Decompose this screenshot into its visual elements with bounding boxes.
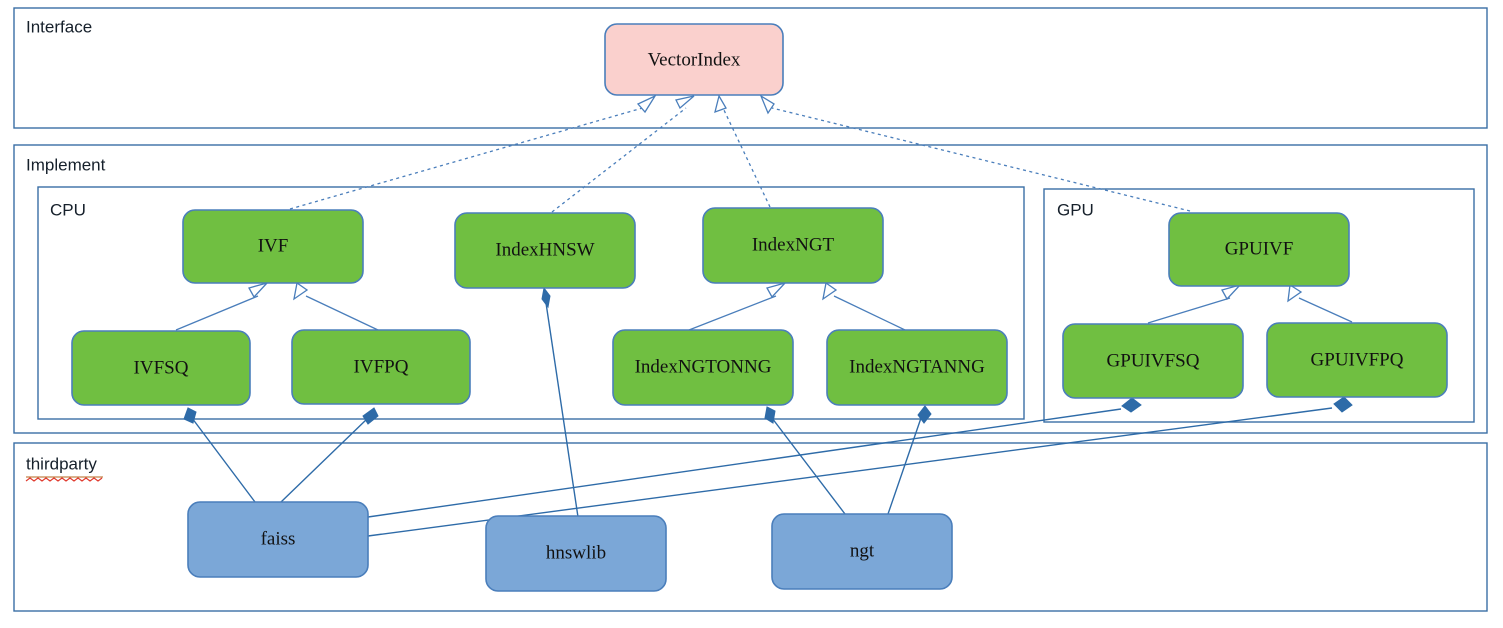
node-ngt-label: ngt [850, 540, 875, 561]
hollow-triangle-icon [714, 94, 727, 114]
edge-indexhnsw-to-vectorindex [551, 95, 695, 213]
edge-faiss-to-ivfpq [280, 407, 379, 503]
group-label-implement: Implement [26, 155, 106, 174]
node-gpuivfsq-rect[interactable] [1062, 323, 1244, 399]
node-indexngt[interactable]: IndexNGT [702, 207, 884, 284]
edge-indexngt-to-vectorindex [714, 94, 771, 208]
node-indexhnsw[interactable]: IndexHNSW [454, 212, 636, 289]
node-hnswlib-label: hnswlib [546, 542, 606, 563]
edge-faiss-to-gpuivfpq [367, 396, 1353, 537]
node-indexhnsw-rect[interactable] [454, 212, 636, 289]
node-indexngtonng-rect[interactable] [612, 329, 794, 406]
node-vectorindex-rect[interactable] [604, 23, 784, 96]
group-label-cpu: CPU [50, 200, 86, 219]
edge-ivfsq-to-ivf [175, 281, 270, 331]
node-ngt[interactable]: ngt [771, 513, 953, 590]
edge-faiss-to-ivfsq [183, 407, 256, 503]
filled-diamond-icon [183, 407, 197, 424]
edge-ngt-to-indexngtanng [887, 405, 932, 515]
node-indexhnsw-label: IndexHNSW [495, 239, 594, 260]
edge-faiss-to-gpuivfsq [367, 397, 1142, 518]
node-vectorindex[interactable]: VectorIndex [604, 23, 784, 96]
node-gpuivfpq[interactable]: GPUIVFPQ [1266, 322, 1448, 398]
hollow-triangle-icon [636, 94, 657, 114]
node-gpuivfsq[interactable]: GPUIVFSQ [1062, 323, 1244, 399]
edge-ngt-to-indexngtonng [764, 406, 846, 515]
hollow-triangle-icon [766, 281, 788, 299]
node-gpuivfsq-label: GPUIVFSQ [1107, 350, 1200, 371]
node-indexngtonng-label: IndexNGTONNG [635, 356, 772, 377]
node-ivf-rect[interactable] [182, 209, 364, 284]
node-ivf[interactable]: IVF [182, 209, 364, 284]
node-vectorindex-label: VectorIndex [648, 49, 741, 70]
hollow-triangle-icon [248, 281, 270, 299]
node-gpuivfpq-label: GPUIVFPQ [1311, 349, 1404, 370]
node-indexngt-label: IndexNGT [752, 234, 835, 255]
group-label-interface: Interface [26, 17, 92, 36]
edge-indexngtanng-to-indexngt [822, 281, 906, 331]
edge-ivf-to-vectorindex [289, 94, 657, 210]
edge-ivfpq-to-ivf [293, 281, 379, 331]
node-gpuivf[interactable]: GPUIVF [1168, 212, 1350, 287]
node-indexngtanng-label: IndexNGTANNG [849, 356, 985, 377]
node-ivf-label: IVF [258, 235, 289, 256]
node-faiss-rect[interactable] [187, 501, 369, 578]
node-indexngt-rect[interactable] [702, 207, 884, 284]
node-gpuivfpq-rect[interactable] [1266, 322, 1448, 398]
node-ivfsq-label: IVFSQ [134, 357, 189, 378]
node-ivfpq-rect[interactable] [291, 329, 471, 405]
edge-gpuivfsq-to-gpuivf [1147, 283, 1243, 324]
node-ivfpq[interactable]: IVFPQ [291, 329, 471, 405]
hollow-triangle-icon [759, 94, 775, 115]
node-indexngtanng-rect[interactable] [826, 329, 1008, 406]
hollow-triangle-icon [1287, 283, 1303, 303]
node-ivfsq[interactable]: IVFSQ [71, 330, 251, 406]
node-hnswlib-rect[interactable] [485, 515, 667, 592]
node-ivfpq-label: IVFPQ [354, 356, 409, 377]
node-hnswlib[interactable]: hnswlib [485, 515, 667, 592]
node-gpuivf-label: GPUIVF [1225, 238, 1294, 259]
edge-gpuivfpq-to-gpuivf [1287, 283, 1353, 323]
edge-gpuivf-to-vectorindex [759, 94, 1191, 212]
edge-hnswlib-to-indexhnsw [541, 286, 579, 518]
hollow-triangle-icon [675, 95, 695, 110]
hollow-triangle-icon [1221, 283, 1243, 301]
filled-diamond-icon [764, 406, 776, 424]
node-ngt-rect[interactable] [771, 513, 953, 590]
group-label-gpu: GPU [1057, 200, 1094, 219]
filled-diamond-icon [362, 407, 379, 425]
edge-indexngtonng-to-indexngt [688, 281, 788, 331]
filled-diamond-icon [1333, 396, 1353, 413]
node-indexngtonng[interactable]: IndexNGTONNG [612, 329, 794, 406]
group-label-thirdparty: thirdparty [26, 454, 97, 473]
filled-diamond-icon [917, 405, 932, 424]
node-faiss-label: faiss [261, 528, 296, 549]
thirdparty-spellcheck-squiggle [25, 477, 103, 482]
node-faiss[interactable]: faiss [187, 501, 369, 578]
node-indexngtanng[interactable]: IndexNGTANNG [826, 329, 1008, 406]
node-ivfsq-rect[interactable] [71, 330, 251, 406]
filled-diamond-icon [541, 286, 551, 309]
hollow-triangle-icon [822, 281, 838, 301]
filled-diamond-icon [1121, 397, 1142, 413]
hollow-triangle-icon [293, 281, 309, 301]
node-gpuivf-rect[interactable] [1168, 212, 1350, 287]
